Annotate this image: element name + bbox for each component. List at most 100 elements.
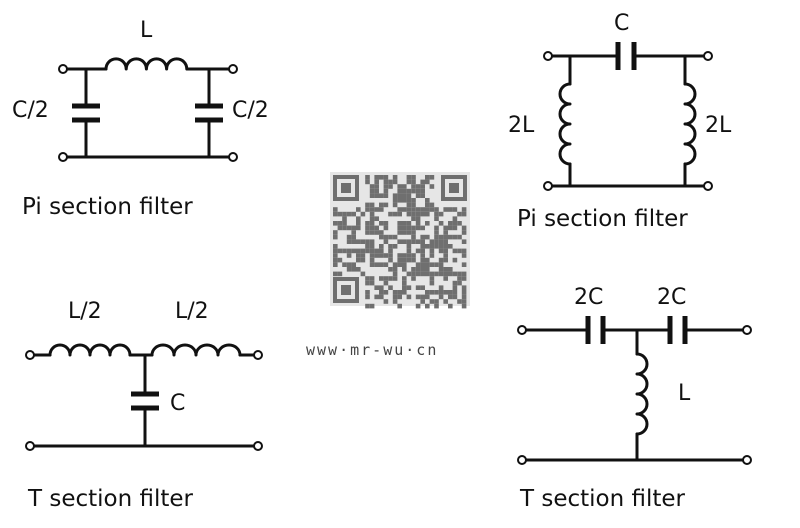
qr-finder-bottom-left (333, 277, 359, 303)
qr-module (429, 280, 435, 286)
t-left-series-inductor-right (150, 343, 242, 357)
qr-module (448, 294, 453, 300)
qr-module (379, 253, 384, 258)
qr-module (411, 216, 416, 221)
qr-module (429, 290, 435, 295)
qr-module (425, 271, 430, 277)
qr-module (411, 230, 416, 235)
qr-module (379, 262, 384, 267)
qr-module (383, 239, 389, 244)
pi-left-caption: Pi section filter (22, 194, 193, 220)
pi-right-cap-label: C (614, 11, 629, 36)
qr-module (406, 285, 412, 290)
qr-code-modules (333, 175, 467, 309)
qr-module (333, 262, 338, 267)
qr-module (461, 271, 467, 277)
qr-module (392, 267, 398, 272)
qr-module (443, 225, 448, 231)
qr-module (397, 294, 402, 300)
qr-module (383, 221, 389, 226)
qr-module (452, 225, 458, 231)
pi-right-wires (546, 54, 710, 188)
qr-module (397, 198, 402, 203)
qr-module (434, 234, 439, 240)
pi-left-series-inductor (104, 57, 189, 71)
qr-module (434, 225, 439, 231)
t-left-cap-label: C (170, 391, 185, 416)
qr-module (461, 285, 467, 290)
qr-module (356, 207, 361, 212)
qr-module (461, 276, 467, 281)
pi-left-shunt-cap-right (195, 103, 223, 123)
qr-module (420, 239, 425, 244)
t-right-shunt-inductor (635, 352, 649, 436)
pi-section-filter-left: L C/2 C/2 Pi section filter (12, 18, 269, 220)
qr-module (379, 221, 384, 226)
qr-module (388, 248, 393, 254)
qr-module (337, 225, 343, 231)
qr-module (383, 179, 389, 185)
qr-module (360, 211, 366, 217)
qr-module (379, 234, 384, 240)
qr-module (443, 290, 448, 295)
t-right-terminal-out-top (742, 325, 752, 335)
qr-module (406, 202, 412, 208)
t-left-terminal-in-top (25, 350, 35, 360)
qr-module (425, 234, 430, 240)
qr-module (461, 239, 467, 244)
qr-module (411, 271, 416, 277)
qr-module (360, 248, 366, 254)
qr-module (406, 211, 412, 217)
qr-module (392, 175, 398, 180)
qr-module (415, 225, 421, 231)
qr-module (438, 239, 444, 244)
pi-right-caption: Pi section filter (517, 206, 688, 232)
qr-module (425, 267, 430, 272)
qr-module (369, 276, 375, 281)
qr-module (351, 262, 356, 267)
qr-module (369, 207, 375, 212)
watermark-url: www·mr-wu·cn (306, 341, 438, 359)
qr-module (425, 290, 430, 295)
t-left-wires (28, 353, 260, 448)
qr-module (420, 188, 425, 194)
qr-module (369, 184, 375, 189)
qr-module (438, 244, 444, 249)
qr-module (438, 257, 444, 263)
qr-module (448, 221, 453, 226)
qr-module (383, 299, 389, 304)
qr-module (415, 271, 421, 277)
qr-module (369, 188, 375, 194)
qr-module (365, 303, 370, 309)
qr-module (415, 207, 421, 212)
qr-module (342, 211, 347, 217)
qr-module (411, 225, 416, 231)
qr-module (351, 225, 356, 231)
qr-module (402, 193, 407, 198)
qr-module (379, 244, 384, 249)
qr-module (402, 280, 407, 286)
qr-module (406, 179, 412, 185)
qr-module (369, 253, 375, 258)
qr-module (461, 225, 467, 231)
qr-module (452, 221, 458, 226)
qr-module (443, 207, 448, 212)
qr-module (461, 299, 467, 304)
qr-module (365, 179, 370, 185)
qr-module (415, 294, 421, 300)
qr-module (420, 179, 425, 185)
qr-module (434, 207, 439, 212)
qr-module (429, 253, 435, 258)
pi-right-series-cap (615, 42, 637, 70)
qr-module (333, 253, 338, 258)
qr-module (406, 294, 412, 300)
qr-module (411, 239, 416, 244)
qr-module (452, 294, 458, 300)
t-right-ind-label: L (678, 381, 691, 406)
qr-module (392, 271, 398, 277)
qr-module (448, 234, 453, 240)
qr-module (374, 193, 379, 198)
qr-module (425, 294, 430, 300)
t-left-terminal-in-bottom (25, 441, 35, 451)
qr-module (369, 193, 375, 198)
